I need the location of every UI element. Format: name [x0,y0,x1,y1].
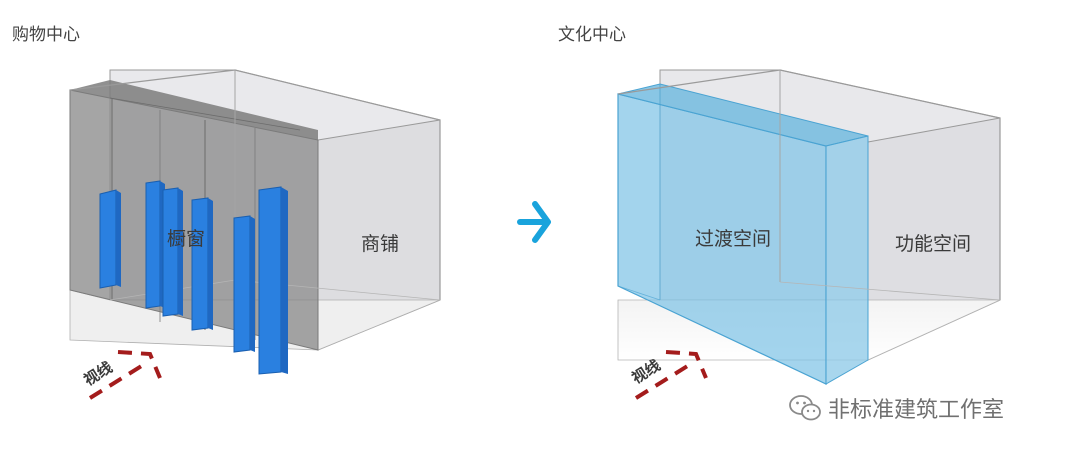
shopping-center-box: 橱窗 商铺 视线 [69,69,441,400]
window-label: 橱窗 [167,228,205,250]
shop-label: 商铺 [361,233,399,255]
transform-arrow-icon [517,201,551,243]
display-column [233,215,255,353]
watermark-text: 非标准建筑工作室 [828,398,1005,423]
wechat-icon [789,395,821,421]
display-columns [99,180,288,375]
display-zone-top [70,80,318,140]
display-column [162,187,183,317]
left-panel-title: 购物中心 [12,25,80,45]
display-column [258,186,288,375]
left-sightline: 视线 [81,350,162,400]
watermark: 非标准建筑工作室 [788,390,1004,426]
display-column [99,189,121,289]
transition-space-label: 过渡空间 [695,228,771,250]
display-column [191,197,213,331]
display-column [145,180,165,309]
transition-space-side [825,135,869,385]
culture-center-box: 过渡空间 功能空间 视线 [617,69,1001,400]
function-space-label: 功能空间 [895,233,971,255]
right-panel-title: 文化中心 [558,25,626,45]
